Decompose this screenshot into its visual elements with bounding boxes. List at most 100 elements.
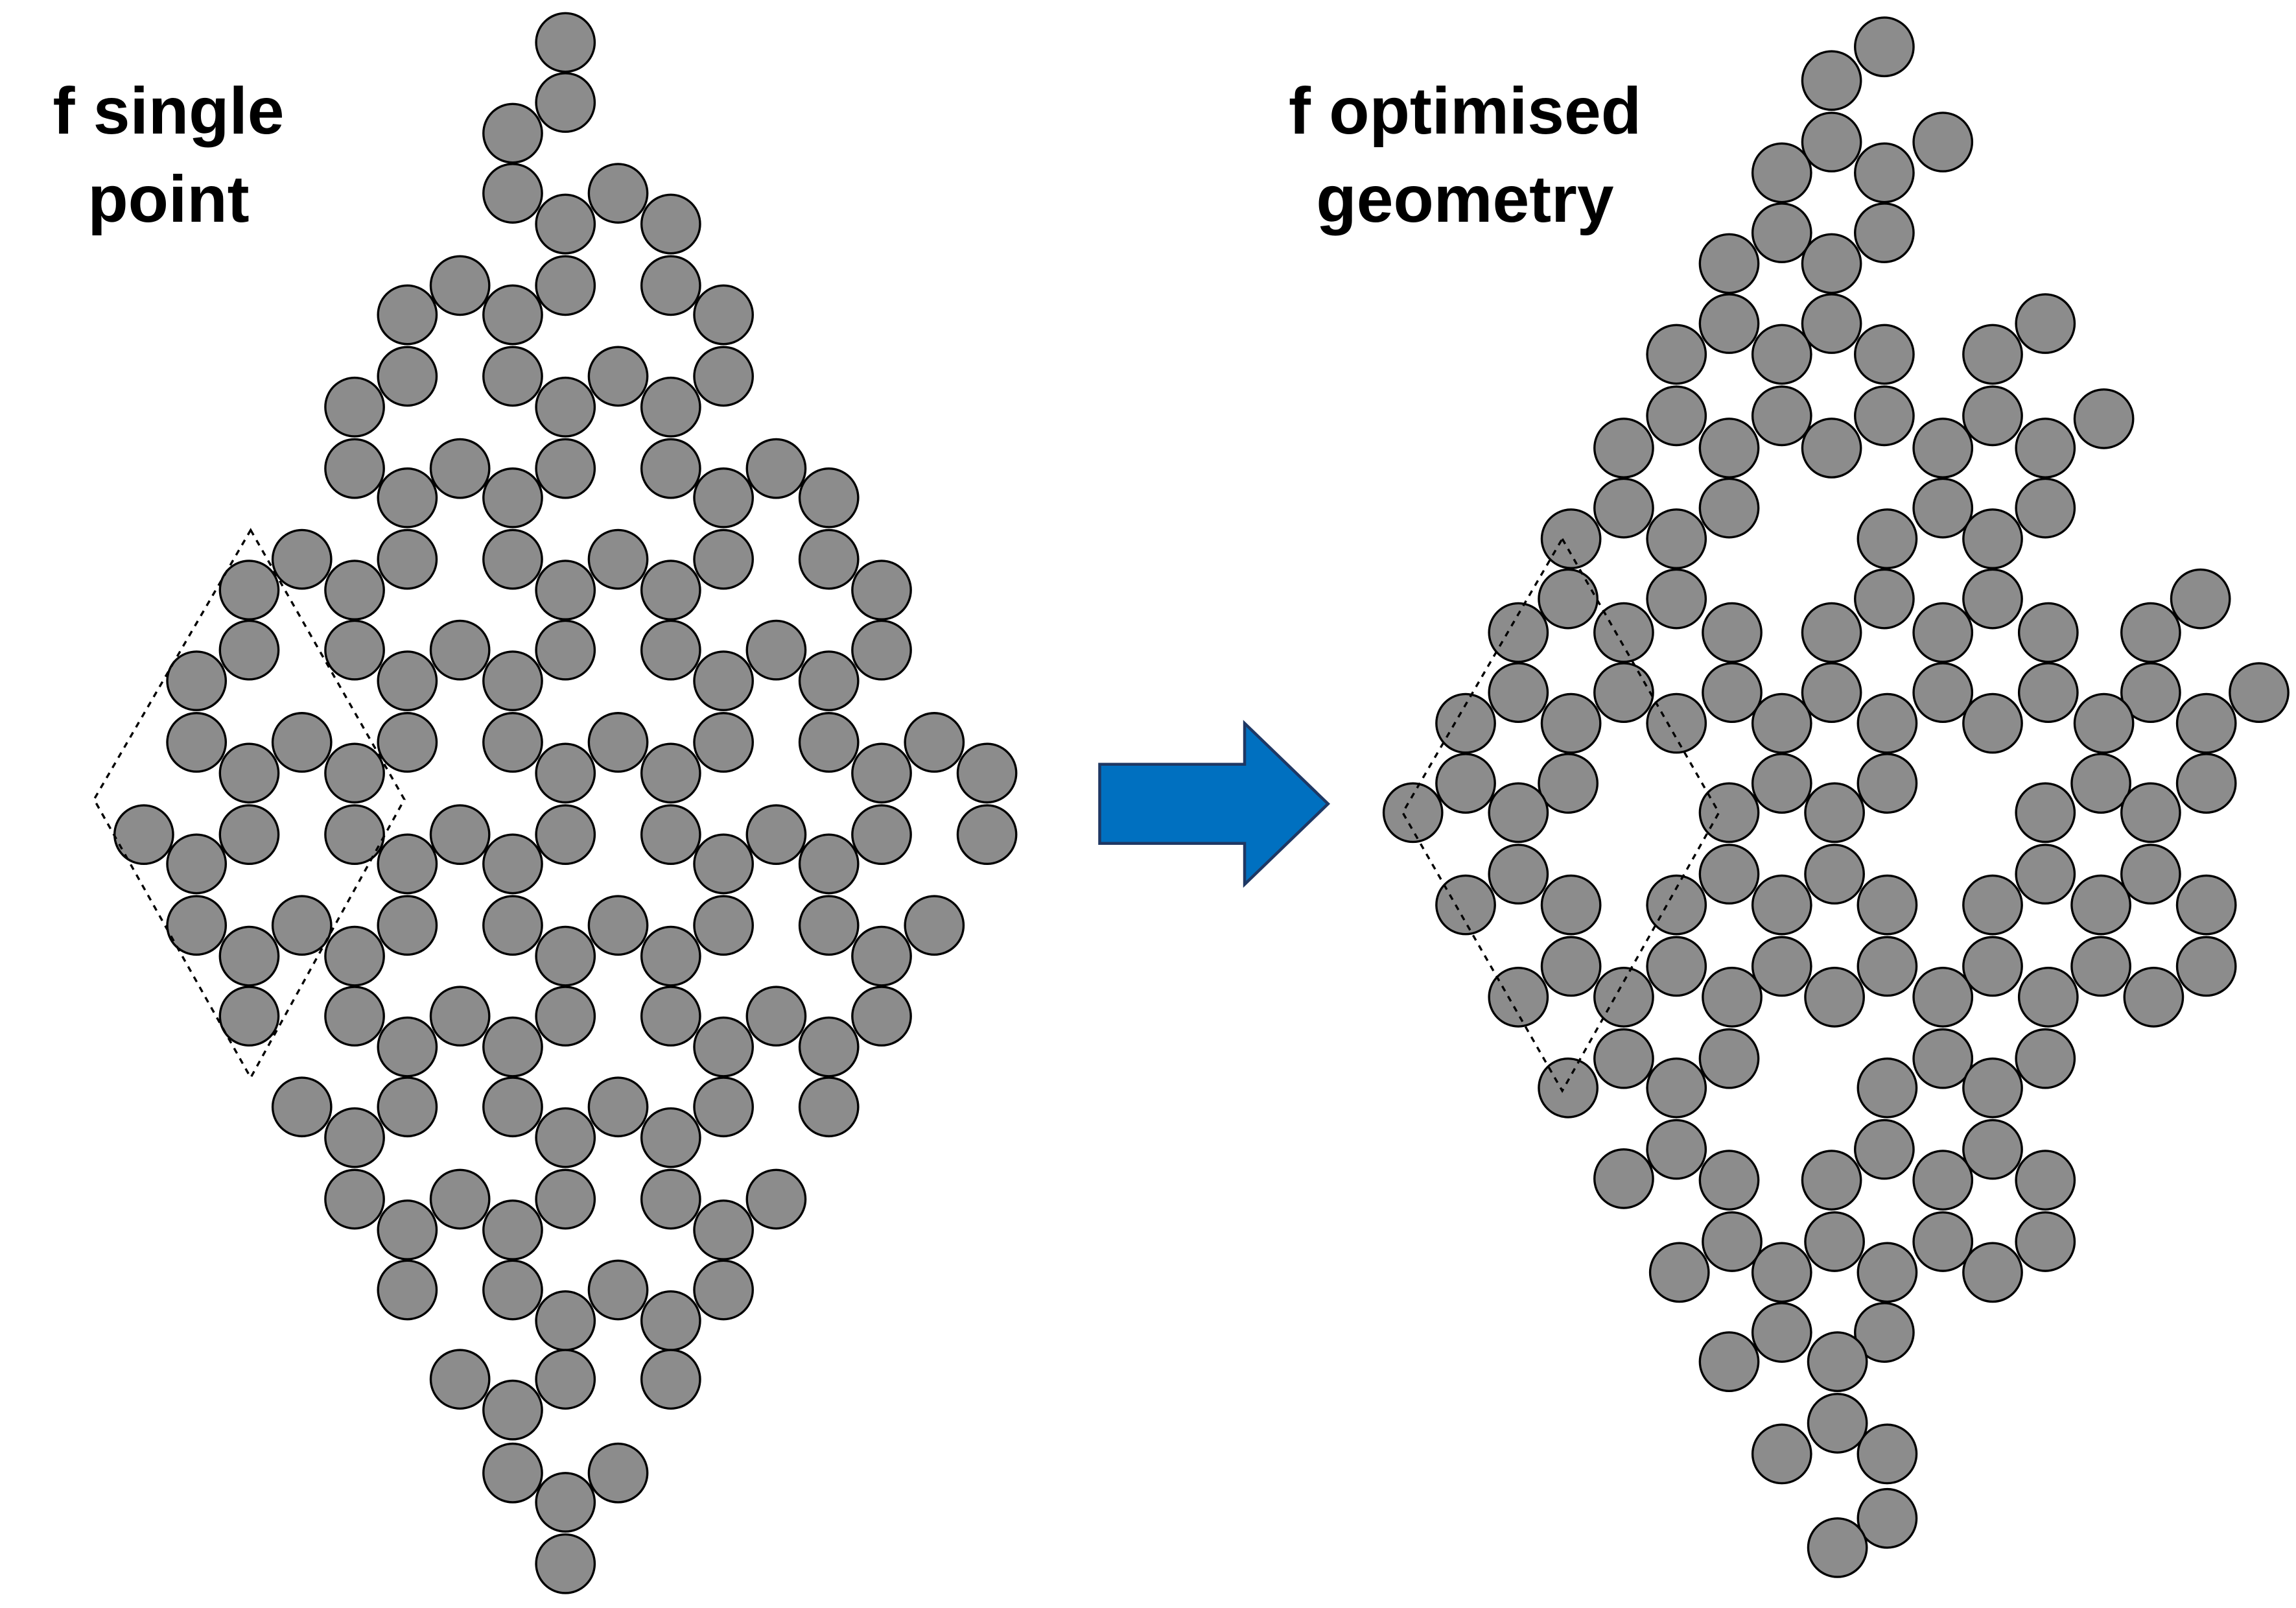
single-point-atom [324,742,385,804]
optimised-atom [1962,1057,2023,1118]
optimised-atom [1912,966,1974,1028]
single-point-atom [218,742,280,804]
single-point-atom [166,712,228,773]
optimised-atom [1538,753,1599,814]
single-point-atom [324,619,385,681]
optimised-atom [2017,966,2079,1028]
optimised-atom [2229,662,2290,723]
optimised-atom [1435,753,1496,814]
single-point-atom [218,560,280,621]
single-point-atom [377,712,438,773]
single-point-atom [535,1290,596,1351]
single-point-atom [324,560,385,621]
optimised-atom [1857,753,1918,814]
optimised-atom [1854,385,1915,447]
single-point-atom [166,650,228,711]
optimised-atom [1751,142,1812,204]
single-point-atom [482,650,543,711]
optimised-geometry-label-line1: f optimised [1288,74,1642,148]
optimised-atom [2175,692,2237,754]
single-point-atom [640,1349,701,1410]
single-point-atom [798,467,860,528]
single-point-atom [535,1533,596,1594]
optimised-atom [1801,112,1862,172]
optimised-atom [1646,936,1707,997]
optimised-atom [2120,782,2181,844]
optimised-unit-cell-outline [1401,536,1720,1093]
optimised-atom [2015,1028,2076,1089]
optimised-atom [1646,1118,1707,1180]
optimised-atom [1854,324,1915,385]
single-point-atom [482,1200,543,1260]
optimised-atom [1593,662,1654,723]
single-point-atom [745,804,807,866]
optimised-atom [1857,1423,1918,1485]
optimised-atom [2175,874,2237,936]
optimised-atom [2175,936,2237,997]
single-point-atom [324,925,385,987]
optimised-atom [1646,874,1707,936]
single-point-atom [640,925,701,987]
single-point-atom [482,1379,543,1441]
single-point-atom [745,438,807,499]
single-point-atom [429,804,491,866]
single-point-atom [324,438,385,499]
optimised-atom [1962,936,2023,997]
optimised-atom [1751,874,1812,936]
single-point-atom [693,1259,754,1321]
optimised-atom [1702,966,1763,1028]
optimised-atom [1538,568,1599,630]
optimised-atom [1435,874,1496,936]
single-point-atom [535,619,596,681]
single-point-atom [535,804,596,866]
single-point-atom [640,804,701,866]
optimised-atom [1807,1517,1868,1578]
optimised-atom [1646,324,1707,385]
optimised-atom [1804,1211,1865,1272]
optimised-atom [1751,753,1812,814]
single-point-atom [851,925,912,987]
optimised-atom [1488,844,1549,905]
optimised-geometry-label-line2: geometry [1316,162,1614,236]
optimised-atom [1698,233,1760,294]
single-point-atom [535,376,596,438]
optimised-atom [1698,477,1760,539]
single-point-atom [851,619,912,681]
single-point-atom [271,712,333,773]
single-point-atom [851,804,912,866]
optimised-atom [1540,936,1602,997]
optimised-atom [1593,966,1654,1028]
single-point-atom [377,1076,438,1138]
single-point-atom [535,1107,596,1168]
single-point-atom [377,650,438,711]
single-point-atom [693,284,754,346]
optimised-atom [2017,662,2079,723]
single-point-atom [482,467,543,528]
single-point-atom [851,986,912,1047]
optimised-atom [1540,874,1602,936]
optimised-atom [1962,1242,2023,1303]
optimised-atom [1807,1331,1868,1392]
single-point-atom [640,376,701,438]
optimised-atom [1646,385,1707,447]
optimised-atom [1807,1393,1868,1454]
single-point-atom [429,438,491,499]
single-point-atom [693,346,754,407]
single-point-atom [798,650,860,711]
single-point-atom [798,528,860,590]
optimised-atom [1751,1423,1812,1485]
single-point-label-line1: f single [53,74,285,148]
optimised-atom [1912,418,1974,479]
single-point-atom [587,1259,649,1321]
optimised-atom [1538,1057,1599,1118]
optimised-atom [1751,692,1812,754]
single-point-atom [166,895,228,956]
optimised-atom [1912,1211,1974,1272]
single-point-atom [113,804,174,866]
optimised-atom [1912,112,1974,172]
optimised-atom [1854,568,1915,630]
single-point-atom [377,467,438,528]
optimised-atom [1801,662,1862,723]
